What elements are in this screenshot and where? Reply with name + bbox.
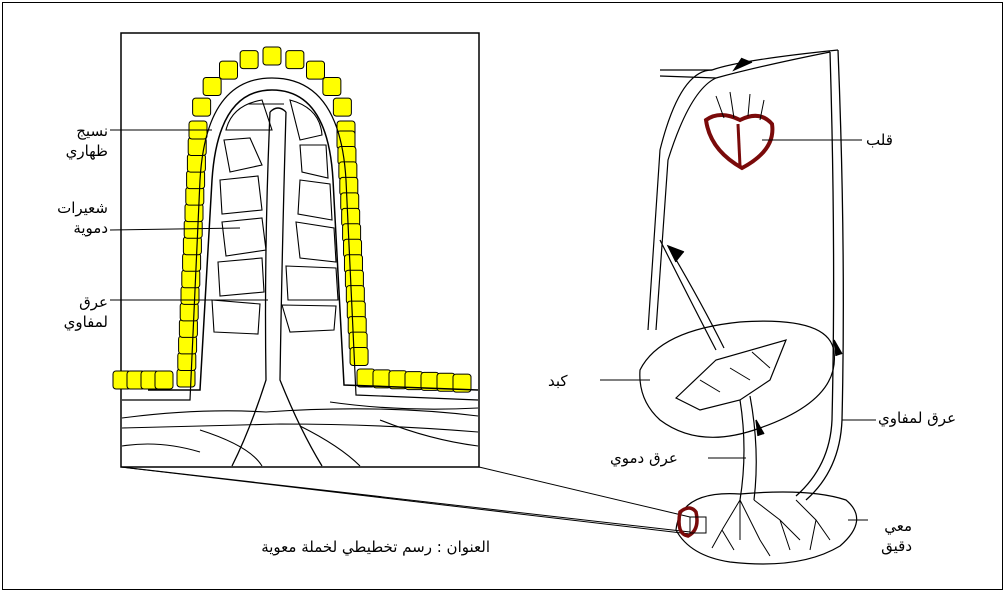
epithelial-cell — [240, 51, 258, 69]
label-heart: قلب — [866, 130, 893, 150]
figure-title: العنوان : رسم تخطيطي لخملة معوية — [120, 537, 490, 557]
epithelial-cell — [181, 286, 199, 304]
label-small-intestine: معي دقيق — [872, 516, 912, 556]
label-lacteal: عرق لمفاوي — [30, 292, 108, 332]
label-capillaries-line2: دموية — [30, 218, 108, 238]
top-vein-outer — [660, 50, 838, 70]
epithelial-cell — [357, 369, 375, 387]
epithelial-cell — [183, 253, 201, 271]
zoom-connectors — [121, 467, 690, 534]
label-blood-vessel: عرق دموي — [610, 448, 678, 468]
label-capillaries: شعيرات دموية — [30, 198, 108, 238]
label-lacteal-line1: عرق — [30, 292, 108, 312]
epithelial-cell — [263, 47, 281, 65]
epithelial-cell — [220, 61, 238, 79]
circulation-diagram — [600, 50, 876, 564]
left-vein-outer — [648, 70, 712, 330]
portal-vein-b — [750, 396, 756, 500]
intestinal-branches — [712, 500, 830, 556]
epithelial-cell — [286, 51, 304, 69]
epithelial-cell — [179, 336, 197, 354]
epithelial-cell — [333, 98, 351, 116]
epithelial-cell — [306, 61, 324, 79]
epithelial-cell — [389, 371, 407, 389]
label-epithelial-line2: ظهاري — [44, 141, 108, 161]
epithelial-cell — [180, 303, 198, 321]
epithelial-cell — [178, 352, 196, 370]
epithelial-cell — [350, 348, 368, 366]
lymph-vessel-outer — [806, 50, 843, 500]
epithelial-cell — [182, 270, 200, 288]
label-epithelial-tissue: نسيج ظهاري — [44, 121, 108, 161]
hepatic-vein-a — [660, 240, 716, 350]
epithelial-cell — [185, 204, 203, 222]
epithelial-cell — [155, 371, 173, 389]
villus-cross-section — [110, 33, 479, 467]
label-lacteal-line2: لمفاوي — [30, 312, 108, 332]
label-intestine-line1: معي — [872, 516, 912, 536]
epithelial-cell — [323, 78, 341, 96]
liver-network — [676, 340, 786, 410]
epithelial-cell — [193, 98, 211, 116]
label-lymph-vessel: عرق لمفاوي — [878, 408, 956, 428]
label-capillaries-line1: شعيرات — [30, 198, 108, 218]
epithelial-cell — [179, 319, 197, 337]
portal-vein-a — [740, 400, 744, 500]
label-liver: كبد — [548, 371, 568, 391]
label-intestine-line2: دقيق — [872, 536, 912, 556]
epithelial-cell — [177, 369, 195, 387]
lymph-vessel-inner — [796, 52, 834, 496]
small-intestine-outline — [676, 492, 857, 564]
epithelial-cell — [186, 187, 204, 205]
epithelial-cell — [373, 370, 391, 388]
liver-outline — [640, 321, 835, 437]
epithelial-cell — [203, 78, 221, 96]
label-epithelial-line1: نسيج — [44, 121, 108, 141]
epithelial-cell — [187, 171, 205, 189]
epithelial-cell — [183, 237, 201, 255]
